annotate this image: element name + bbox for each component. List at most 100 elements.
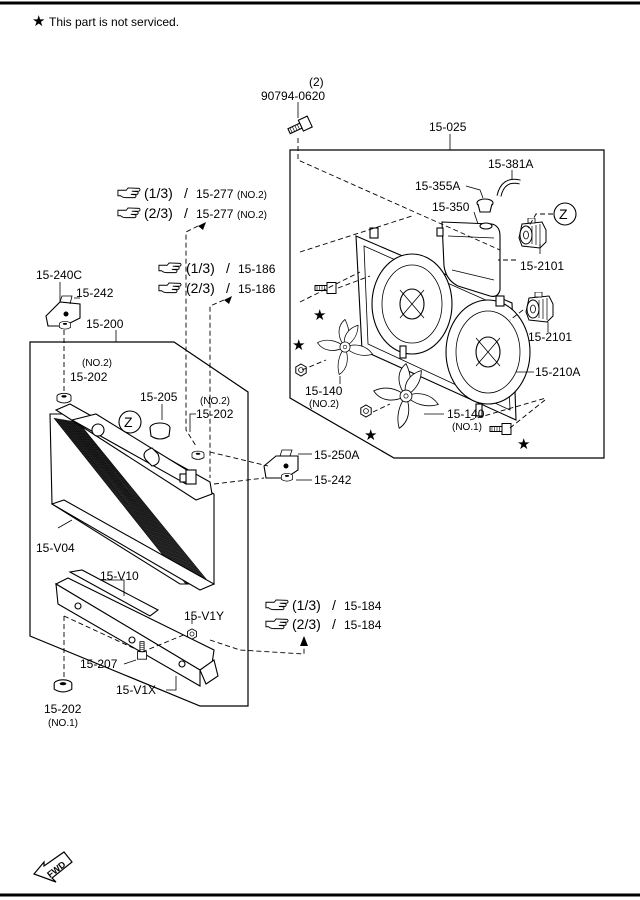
z-marker-left-label: Z [124, 414, 133, 430]
fwd-arrow: FWD [32, 851, 73, 883]
fan-no2-label: 15-140 [305, 384, 343, 398]
ref-186-1[interactable]: (1/3) / 15-186 [158, 260, 276, 276]
ref-arrow [198, 222, 206, 230]
ref-frac: (1/3) [292, 597, 321, 613]
radiator-fin [70, 420, 204, 585]
radiator-fin [71, 420, 205, 585]
ref-frac: (2/3) [186, 280, 215, 296]
bracket-left-label: 15-240C [36, 268, 82, 282]
ref-277-2[interactable]: (2/3) / 15-277 (NO.2) [117, 205, 267, 221]
ref-part: 15-277 [196, 207, 234, 221]
mount-mid-qual: (NO.2) [200, 396, 230, 407]
top-bolt-icon [285, 115, 313, 138]
z-marker-left [118, 410, 142, 434]
mount-upper-label: 15-202 [70, 370, 108, 384]
ref-part: 15-184 [344, 618, 382, 632]
ref-sep: / [226, 280, 230, 296]
radiator-fin [68, 420, 202, 585]
ref-sep: / [226, 260, 230, 276]
radiator-fin [66, 419, 199, 585]
ref-184-2[interactable]: (2/3) / 15-184 [265, 616, 382, 632]
ref-arrow [224, 296, 232, 304]
pointing-hand-icon [158, 262, 182, 274]
radiator-fin [74, 421, 207, 585]
radiator-fin [76, 421, 210, 585]
hose-label: 15-381A [488, 157, 533, 171]
fan-no1-qual: (NO.1) [452, 422, 482, 433]
ref-frac: (2/3) [292, 616, 321, 632]
lower-tank-x-label: 15-V1X [116, 683, 156, 697]
ref-part: 15-186 [238, 282, 276, 296]
radiator-fin [67, 420, 201, 585]
radiator-fin [62, 419, 196, 585]
pointing-hand-icon [158, 282, 182, 294]
ref-part: 15-186 [238, 262, 276, 276]
fan-assembly-frame [289, 149, 605, 459]
radiator-fin [59, 418, 193, 585]
ref-part: 15-184 [344, 599, 382, 613]
drain-plug-icon [187, 628, 197, 640]
radiator-fin [61, 419, 195, 585]
mount-mid-grommet [191, 450, 205, 460]
note-star-icon: ★ [32, 13, 45, 30]
bolt-top-qty: (2) [309, 75, 324, 89]
drain-plug-label: 15-V1Y [184, 609, 224, 623]
bracket-right-15-250a [263, 449, 299, 479]
ref-frac: (2/3) [144, 205, 173, 221]
radiator-fin [57, 418, 190, 585]
z-marker-right [553, 202, 577, 226]
reservoir-15-350 [436, 221, 501, 297]
motor-bolt-icon [489, 423, 512, 435]
fan-no1-label: 15-140 [447, 407, 485, 421]
bracket-right-screw-label: 15-242 [314, 473, 352, 487]
shroud-label: 15-210A [535, 365, 580, 379]
radiator-label: 15-200 [86, 317, 124, 331]
ref-sep: / [184, 185, 188, 201]
ref-frac: (1/3) [144, 185, 173, 201]
mount-lower-qual: (NO.1) [48, 718, 78, 729]
motor-lower-15-2101 [525, 292, 554, 323]
motor-upper-15-2101 [518, 218, 547, 249]
motor-lower-label: 15-2101 [528, 330, 572, 344]
ref-277-1[interactable]: (1/3) / 15-277 (NO.2) [117, 185, 267, 201]
ref-qual: (NO.2) [237, 210, 267, 221]
mount-lower-grommet [53, 679, 73, 693]
pointing-hand-icon [117, 207, 141, 219]
fan-no2-nut-icon [295, 363, 307, 377]
radiator-fin [73, 420, 206, 585]
shroud-bolt-icon [314, 282, 337, 294]
fan-no1-nut-icon [360, 404, 372, 418]
fan-assembly-label: 15-025 [429, 120, 467, 134]
star-icon: ★ [292, 337, 305, 354]
motor-upper-label: 15-2101 [520, 259, 564, 273]
left-screw-icon [59, 321, 71, 330]
mount-mid-label: 15-202 [196, 407, 234, 421]
radiator-frame [29, 341, 249, 707]
radiator-fin [58, 418, 191, 585]
rad-cap-label: 15-205 [140, 390, 178, 404]
ref-qual: (NO.2) [237, 190, 267, 201]
ref-arrow [300, 636, 308, 646]
mount-upper-grommet [56, 392, 72, 404]
ref-part: 15-277 [196, 187, 234, 201]
radiator-core [49, 403, 216, 591]
star-icon: ★ [517, 436, 530, 453]
radiator-fin [60, 418, 194, 585]
plug-207-label: 15-207 [80, 657, 118, 671]
bolt-top-label: 90794-0620 [261, 89, 325, 103]
mount-upper-qual: (NO.2) [82, 358, 112, 369]
bracket-right-label: 15-250A [314, 448, 359, 462]
ref-184-1[interactable]: (1/3) / 15-184 [265, 597, 382, 613]
lower-tank-15-v10 [54, 569, 219, 687]
radiator-fin [55, 418, 189, 585]
fan-no2-qual: (NO.2) [309, 399, 339, 410]
pointing-hand-icon [117, 187, 141, 199]
pointing-hand-icon [265, 618, 289, 630]
cap-15-355a [476, 198, 494, 213]
ref-186-2[interactable]: (2/3) / 15-186 [158, 280, 276, 296]
star-icon: ★ [313, 307, 326, 324]
ref-frac: (1/3) [186, 260, 215, 276]
radiator-fin [77, 421, 211, 585]
z-marker-right-label: Z [559, 206, 568, 222]
